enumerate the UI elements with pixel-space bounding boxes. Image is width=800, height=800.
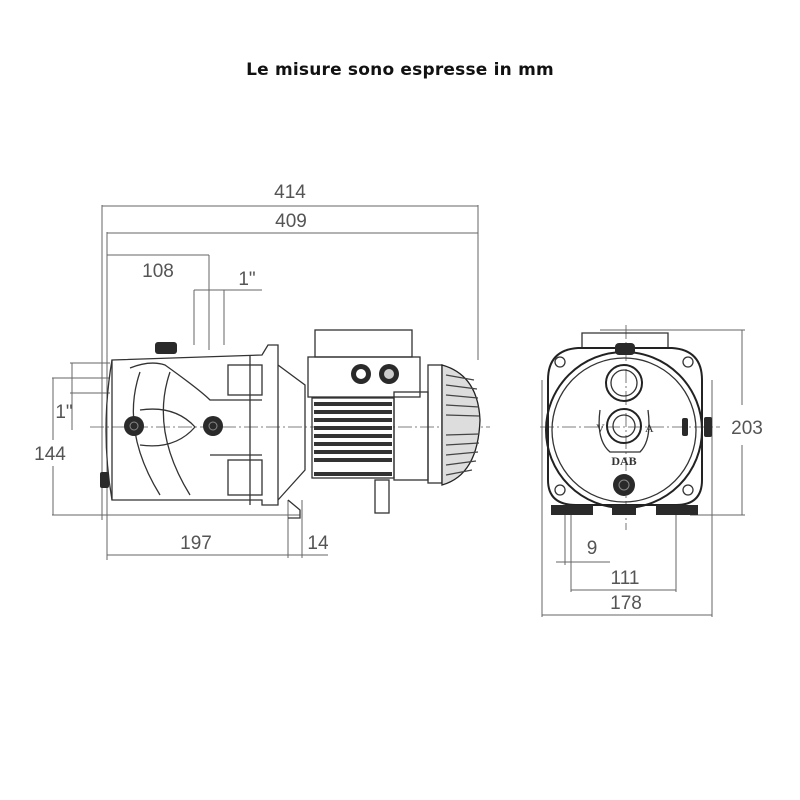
- dab-logo: DAB: [611, 454, 636, 468]
- dim-overall-length: 414: [274, 182, 306, 203]
- svg-text:V: V: [596, 421, 605, 435]
- side-view-dimensions: 414 409 108 1" 1" 144 197 14: [34, 182, 479, 560]
- dim-front-height: 203: [731, 418, 763, 439]
- pump-side-view: [90, 329, 490, 519]
- dim-foot-center-distance: 111: [611, 568, 640, 589]
- dim-foot-width: 14: [307, 533, 329, 554]
- page-title: Le misure sono espresse in mm: [246, 60, 554, 80]
- motor-fins: [314, 402, 392, 476]
- dim-height: 144: [34, 444, 66, 465]
- dim-suction-size: 1": [55, 402, 72, 423]
- dim-foot-distance: 197: [180, 533, 212, 554]
- pump-front-view: V A DAB: [540, 325, 720, 530]
- dim-base-width: 178: [610, 593, 642, 614]
- svg-text:A: A: [645, 421, 654, 435]
- dim-suction-offset: 108: [142, 261, 174, 282]
- front-view-dimensions: 203 9 111 178: [541, 329, 763, 617]
- dim-foot-hole: 9: [587, 538, 598, 559]
- dim-body-length: 409: [275, 211, 307, 232]
- dim-delivery-size: 1": [238, 269, 255, 290]
